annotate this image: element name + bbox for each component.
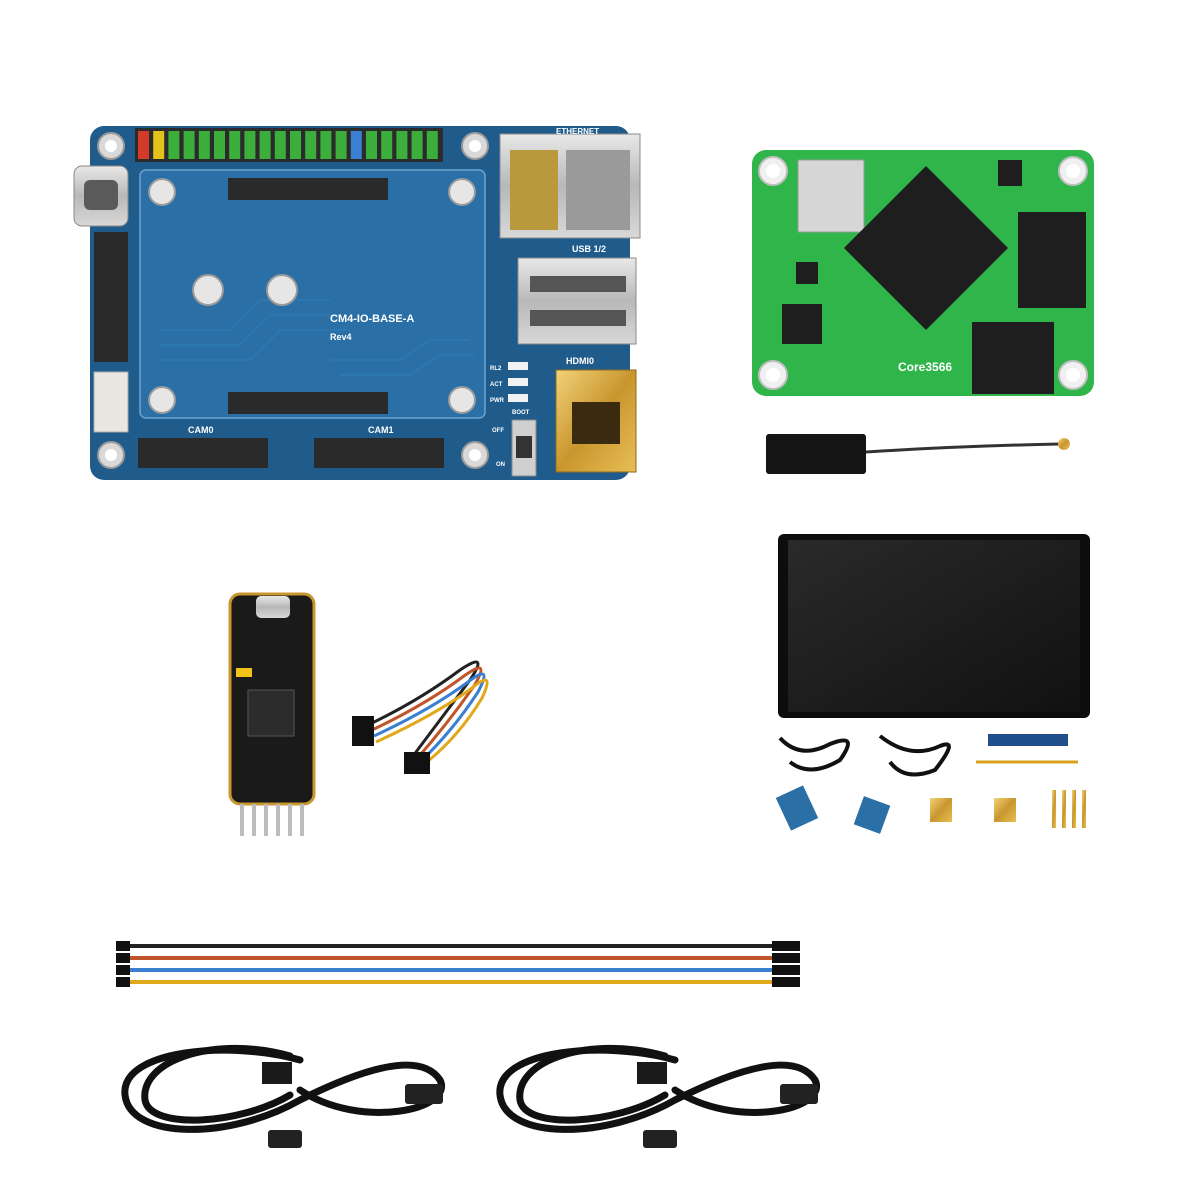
gpio-pin-cap xyxy=(138,131,149,159)
display-fpc-connector xyxy=(94,232,128,362)
display-standoffs xyxy=(1052,790,1086,828)
jumper-wire-housing xyxy=(116,965,130,975)
display-hdmi-cable xyxy=(878,734,951,777)
jumper-wire-housing xyxy=(772,953,800,963)
gpio-header xyxy=(135,128,443,162)
io-board-revision-label: Rev4 xyxy=(330,332,352,342)
ethernet-label: ETHERNET xyxy=(556,127,599,136)
wifi-antenna xyxy=(766,434,1070,474)
led-label-pwr: PWR xyxy=(490,398,505,404)
gpio-pin-cap xyxy=(426,131,438,159)
jumper-wire-housing xyxy=(116,953,130,963)
cam0-connector xyxy=(138,438,268,468)
pcb-traces xyxy=(160,299,475,376)
gpio-pin-cap xyxy=(350,131,362,159)
switch-off-label: OFF xyxy=(492,428,504,434)
gpio-pin-cap xyxy=(168,131,180,159)
display-accessories xyxy=(775,734,1086,834)
gpio-pin-cap xyxy=(259,131,271,159)
gpio-pin-cap xyxy=(183,131,195,159)
memory-chip xyxy=(1018,212,1086,308)
io-base-board: CM4-IO-BASE-A Rev4 ETHERNET USB 1/2 HDMI… xyxy=(73,126,641,480)
gpio-pin-cap xyxy=(320,131,332,159)
cm4-socket-area xyxy=(139,169,486,419)
cam1-label: CAM1 xyxy=(368,425,394,435)
touch-display xyxy=(778,534,1090,718)
gpio-pin-cap xyxy=(305,131,317,159)
switch-on-label: ON xyxy=(496,462,505,468)
gpio-pin-cap xyxy=(411,131,423,159)
long-jumper-wires xyxy=(116,941,800,987)
cam0-label: CAM0 xyxy=(188,425,214,435)
gpio-pin-cap xyxy=(198,131,210,159)
wifi-module xyxy=(797,159,865,233)
gpio-pin-cap xyxy=(153,131,165,159)
hdmi-label: HDMI0 xyxy=(566,356,594,366)
gpio-pin-cap xyxy=(290,131,301,159)
cm4-connector-bottom xyxy=(228,392,388,414)
display-usb-cable xyxy=(778,736,850,772)
gpio-pin-cap xyxy=(229,131,241,159)
cm4-connector-top xyxy=(228,178,388,200)
core-module: Core3566 xyxy=(752,150,1094,396)
boot-label: BOOT xyxy=(512,410,530,416)
gpio-pin-cap xyxy=(335,131,347,159)
gpio-pin-cap xyxy=(396,131,408,159)
led-label-act: ACT xyxy=(490,382,503,388)
uart-chip xyxy=(247,689,295,737)
jumper-wire-housing xyxy=(772,941,800,951)
jumper-wire-bundle-small xyxy=(352,660,489,774)
cam1-connector xyxy=(314,438,444,468)
usb-cable-left xyxy=(121,1044,446,1148)
io-board-model-label: CM4-IO-BASE-A xyxy=(330,313,414,325)
gpio-pin-cap xyxy=(381,131,393,159)
uart-usb-c-port xyxy=(256,596,290,618)
fan-connector xyxy=(93,371,129,433)
jumper-wire-housing xyxy=(116,941,130,951)
usb-uart-adapter xyxy=(228,592,316,836)
jumper-wire-housing xyxy=(772,977,800,987)
usb-a-ports xyxy=(517,257,637,345)
core-module-label: Core3566 xyxy=(898,360,952,374)
hdmi-adapters xyxy=(775,785,1016,834)
jumper-wire-housing xyxy=(772,965,800,975)
gpio-pin-cap xyxy=(214,131,225,159)
gpio-pin-cap xyxy=(274,131,286,159)
led-label-rl2: RL2 xyxy=(490,366,502,372)
display-gpio-header xyxy=(988,734,1068,746)
jumper-wire-housing xyxy=(116,977,130,987)
mounting-holes xyxy=(97,132,489,469)
status-leds xyxy=(508,362,528,402)
uart-pin-header xyxy=(240,804,304,836)
usb-cable-right xyxy=(496,1044,821,1148)
emmc-chip xyxy=(972,322,1054,394)
pmic-chip xyxy=(782,304,822,344)
usb-label: USB 1/2 xyxy=(572,244,606,254)
gpio-pin-cap xyxy=(366,131,377,159)
gpio-pin-cap xyxy=(244,131,256,159)
